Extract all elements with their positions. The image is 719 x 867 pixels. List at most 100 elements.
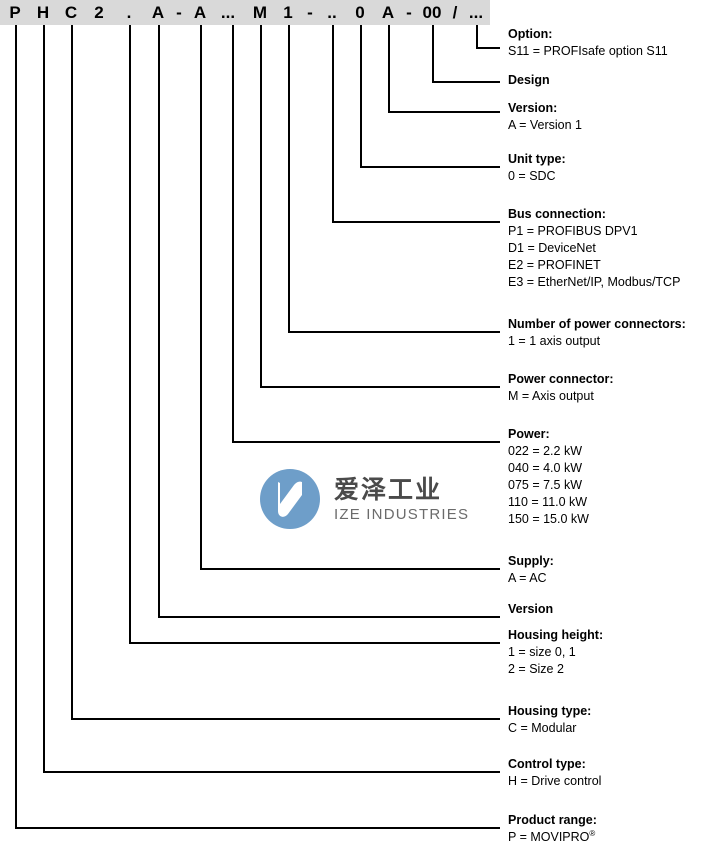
watermark-logo: 爱泽工业 IZE INDUSTRIES (258, 466, 468, 532)
type-code-char: 00 (422, 3, 442, 22)
watermark-name-cn: 爱泽工业 (334, 475, 443, 504)
legend-title-housing-type: Housing type: (508, 704, 592, 718)
type-code-char: / (452, 3, 458, 22)
legend-title-version-bottom: Version (508, 602, 554, 616)
legend-block-power: Power: 022 = 2.2 kW 040 = 4.0 kW 075 = 7.5 … (508, 426, 589, 528)
connector-horizontal-unit-type (360, 166, 500, 168)
legend-option-version-top: A = Version 1 (508, 118, 583, 132)
legend-block-version-bottom: Version (508, 601, 553, 618)
legend-block-power-connector: Power connector: M = Axis output (508, 371, 614, 405)
legend-option-housing-type: C = Modular (508, 721, 577, 735)
type-code-char: A (381, 3, 395, 22)
legend-block-control-type: Control type: H = Drive control (508, 756, 601, 790)
connector-vertical-version-top (388, 25, 390, 113)
connector-horizontal-power (232, 441, 500, 443)
legend-block-housing-height: Housing height: 1 = size 0, 1 2 = Size 2 (508, 627, 603, 678)
ize-logo-icon (260, 469, 320, 529)
watermark-text: 爱泽工业 IZE INDUSTRIES (334, 475, 469, 524)
connector-horizontal-number-of-power-connectors (288, 331, 500, 333)
connector-vertical-power-connector (260, 25, 262, 388)
connector-vertical-number-of-power-connectors (288, 25, 290, 333)
legend-option-housing-height: 1 = size 0, 1 (508, 645, 576, 659)
legend-title-product-range: Product range: (508, 813, 597, 827)
legend-option-number-of-power-connectors: 1 = 1 axis output (508, 334, 601, 348)
legend-block-design: Design (508, 72, 550, 89)
legend-block-unit-type: Unit type:0 = SDC (508, 151, 566, 185)
legend-option-power: 150 = 15.0 kW (508, 512, 589, 526)
type-code-char: - (307, 3, 313, 22)
type-code-char: ... (220, 3, 236, 22)
legend-title-option: Option: (508, 27, 553, 41)
legend-block-bus-connection: Bus connection: P1 = PROFIBUS DPV1 D1 = De… (508, 206, 680, 291)
connector-vertical-design (432, 25, 434, 83)
watermark-name-en: IZE INDUSTRIES (334, 505, 470, 523)
legend-option-power: 040 = 4.0 kW (508, 461, 582, 475)
legend-title-design: Design (508, 73, 550, 87)
connector-horizontal-housing-type (71, 718, 500, 720)
connector-horizontal-design (432, 81, 500, 83)
type-code-char: A (193, 3, 207, 22)
connector-vertical-unit-type (360, 25, 362, 168)
type-code-char: H (36, 3, 50, 22)
legend-title-control-type: Control type: (508, 757, 586, 771)
type-code-char: P (9, 3, 21, 22)
legend-option-bus-connection: D1 = DeviceNet (508, 241, 596, 255)
legend-option-bus-connection: E2 = PROFINET (508, 258, 601, 272)
legend-option-power: 022 = 2.2 kW (508, 444, 582, 458)
connector-vertical-bus-connection (332, 25, 334, 223)
type-code-char: M (252, 3, 268, 22)
connector-horizontal-version-bottom (158, 616, 500, 618)
type-code-char: A (151, 3, 165, 22)
legend-title-housing-height: Housing height: (508, 628, 604, 642)
legend-title-version-top: Version: (508, 101, 558, 115)
legend-title-number-of-power-connectors: Number of power connectors: (508, 317, 686, 331)
connector-horizontal-product-range (15, 827, 500, 829)
legend-title-power-connector: Power connector: (508, 372, 614, 386)
legend-block-housing-type: Housing type: C = Modular (508, 703, 591, 737)
legend-title-supply: Supply: (508, 554, 554, 568)
legend-block-supply: Supply: A = AC (508, 553, 554, 587)
type-code-char: 2 (94, 3, 104, 22)
connector-horizontal-supply (200, 568, 500, 570)
legend-option-control-type: H = Drive control (508, 774, 602, 788)
type-code-char: .. (327, 3, 337, 22)
legend-option-power-connector: M = Axis output (508, 389, 594, 403)
connector-vertical-option (476, 25, 478, 49)
legend-title-power: Power: (508, 427, 550, 441)
legend-block-product-range: Product range:P = MOVIPRO® (508, 812, 597, 846)
connector-horizontal-option (476, 47, 500, 49)
connector-vertical-supply (200, 25, 202, 570)
type-code-char: 1 (283, 3, 293, 22)
legend-block-option: Option: S11 = PROFIsafe option S11 (508, 26, 668, 60)
connector-vertical-product-range (15, 25, 17, 829)
connector-horizontal-power-connector (260, 386, 500, 388)
legend-option-power: 110 = 11.0 kW (508, 495, 588, 509)
type-code-char: 0 (355, 3, 365, 22)
legend-option-housing-height: 2 = Size 2 (508, 662, 564, 676)
connector-horizontal-bus-connection (332, 221, 500, 223)
type-code-char: - (176, 3, 182, 22)
legend-option-supply: A = AC (508, 571, 547, 585)
legend-block-number-of-power-connectors: Number of power connectors: 1 = 1 axis ou… (508, 316, 686, 350)
connector-vertical-control-type (43, 25, 45, 773)
legend-block-version-top: Version: A = Version 1 (508, 100, 582, 134)
legend-title-bus-connection: Bus connection: (508, 207, 606, 221)
legend-option-option: S11 = PROFIsafe option S11 (508, 44, 668, 58)
legend-option-product-range: P = MOVIPRO® (508, 828, 596, 844)
type-code-char: ... (468, 3, 484, 22)
type-code-char: - (406, 3, 412, 22)
connector-horizontal-control-type (43, 771, 500, 773)
connector-horizontal-version-top (388, 111, 500, 113)
connector-vertical-housing-type (71, 25, 73, 720)
type-code-char: C (64, 3, 78, 22)
type-code-char: . (126, 3, 132, 22)
legend-option-power: 075 = 7.5 kW (508, 478, 582, 492)
type-code-bar (0, 0, 490, 25)
legend-option-bus-connection: E3 = EtherNet/IP, Modbus/TCP (508, 275, 681, 289)
connector-horizontal-housing-height (129, 642, 500, 644)
connector-vertical-version-bottom (158, 25, 160, 618)
connector-vertical-housing-height (129, 25, 131, 644)
legend-option-bus-connection: P1 = PROFIBUS DPV1 (508, 224, 638, 238)
legend-title-unit-type: Unit type: (508, 152, 566, 166)
